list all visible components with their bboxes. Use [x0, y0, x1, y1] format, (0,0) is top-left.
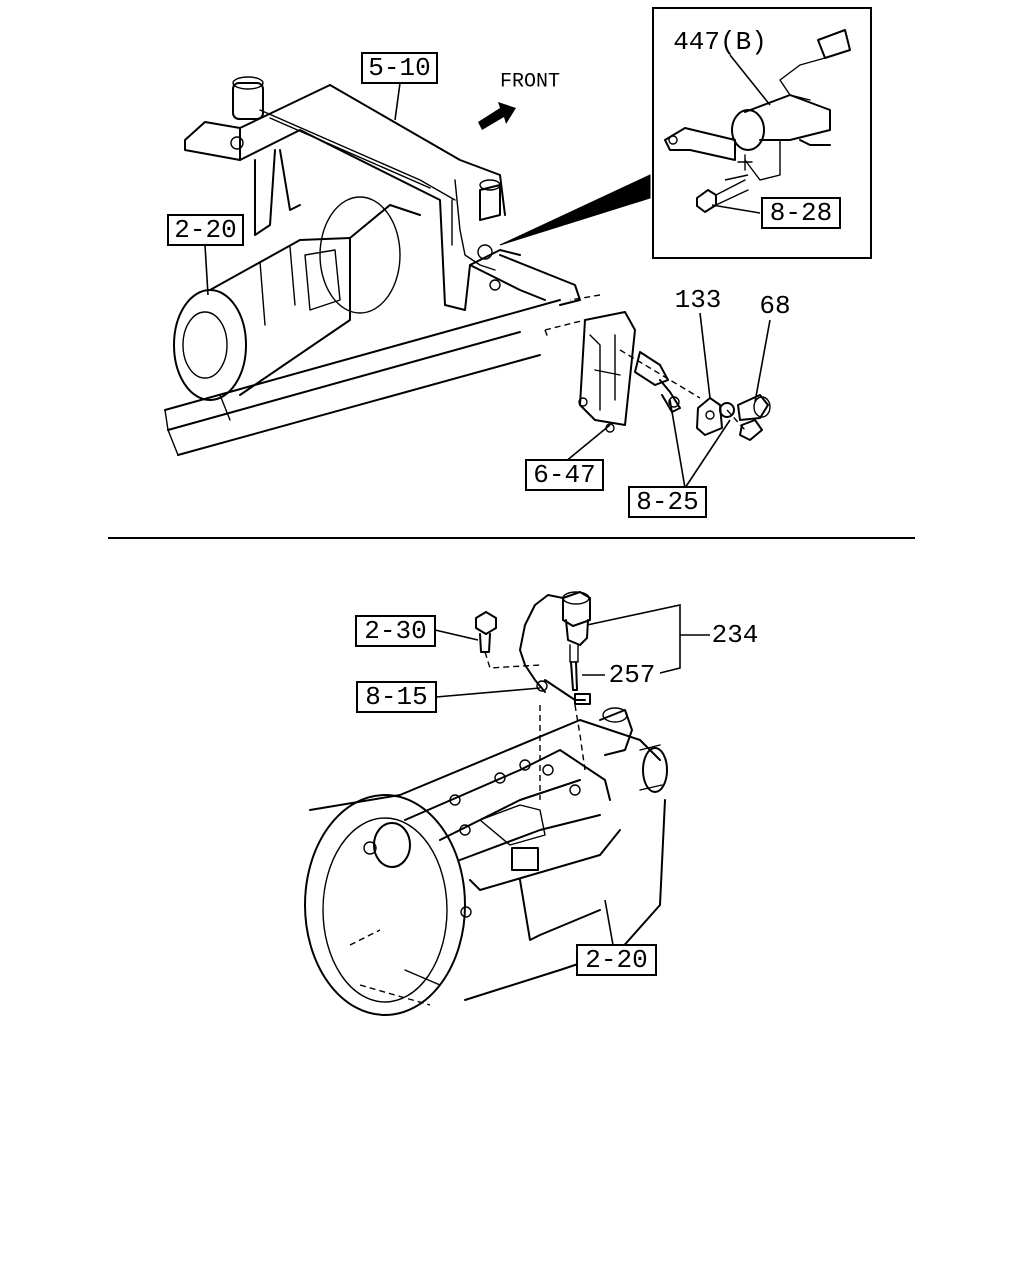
callout-447b: 447(B) — [673, 27, 767, 57]
upper-callouts: 5-10 2-20 447(B) 8-28 133 68 6-47 8-25 — [167, 27, 841, 518]
callout-8-25: 8-25 — [636, 487, 698, 517]
upper-exploded-view: FRONT — [164, 7, 872, 518]
callout-8-28: 8-28 — [770, 198, 832, 228]
callout-6-47: 6-47 — [533, 460, 595, 490]
transmission-housing — [173, 196, 421, 421]
callout-68: 68 — [759, 291, 790, 321]
front-arrow: FRONT — [478, 71, 560, 130]
bracket-6-47 — [544, 294, 636, 433]
lower-exploded-view: 2-30 234 257 8-15 2-20 — [304, 591, 759, 1016]
bolt-2-30 — [475, 611, 541, 669]
callout-234: 234 — [712, 620, 759, 650]
lower-callouts: 2-30 234 257 8-15 2-20 — [355, 615, 759, 976]
callout-2-30: 2-30 — [364, 616, 426, 646]
cross-member — [184, 76, 581, 311]
detail-pointer — [499, 174, 651, 246]
pressure-switch — [519, 591, 591, 705]
frame-rails — [164, 299, 561, 456]
lower-leaders — [434, 604, 710, 946]
callout-133: 133 — [675, 285, 722, 315]
callout-2-20-top: 2-20 — [174, 215, 236, 245]
callout-257: 257 — [609, 660, 656, 690]
switch-hardware — [619, 349, 771, 441]
callout-8-15: 8-15 — [365, 682, 427, 712]
transmission-body — [304, 704, 668, 1016]
upper-leaders — [204, 54, 771, 489]
front-label: FRONT — [500, 71, 560, 94]
callout-2-20-bottom: 2-20 — [585, 945, 647, 975]
callout-5-10: 5-10 — [368, 53, 430, 83]
